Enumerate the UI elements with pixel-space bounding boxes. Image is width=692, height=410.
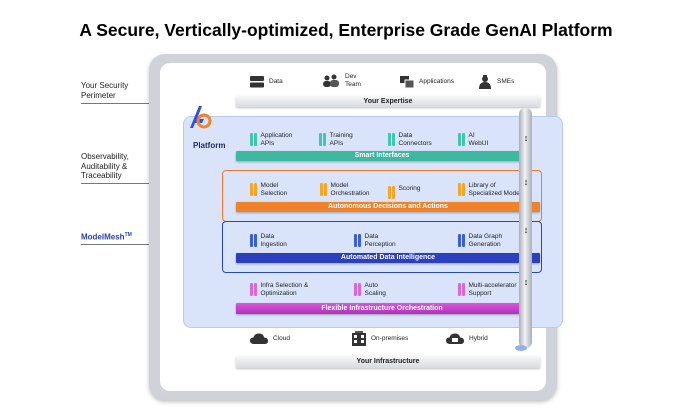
diagram-title: A Secure, Vertically-optimized, Enterpri… [79,20,613,40]
pink-stripes [354,283,361,296]
infrastructure-item-on-premises: On-premises [352,331,408,346]
vertical-integration-pipe [519,108,532,348]
autonomous-item: Library of Specialized Models [458,182,525,197]
orange-stripes [388,186,395,199]
database-icon [250,76,264,88]
autonomous-item: Model Selection [250,182,287,197]
modelmesh-wordmark: ModelMesh [81,232,125,242]
infra-orchestration-item: Multi-accelerator Support [458,282,517,297]
orange-stripes [250,183,257,196]
infra-orchestration-item: Auto Scaling [354,282,386,297]
pink-stripes [250,283,257,296]
infrastructure-item-hybrid: Hybrid [446,333,488,345]
platform-label: Platform [193,141,226,150]
observability-leader-line [81,183,189,184]
smart-interface-item: AI WebUI [458,132,488,147]
data-intelligence-item: Data Ingestion [250,233,287,248]
automated-data-intelligence-bar: Automated Data Intelligence [236,253,540,263]
teal-stripes [388,133,395,146]
orange-stripes [320,183,327,196]
navy-stripes [354,234,361,247]
modelmesh-trademark: TM [124,232,132,238]
your-infrastructure-bar: Your Infrastructure [236,356,540,368]
expertise-item-dev-team: Dev Team [322,73,361,88]
smart-interface-item: Training APIs [319,132,353,147]
expertise-item-smes: SMEs [478,75,514,89]
infrastructure-item-cloud: Cloud [250,333,290,345]
data-intelligence-layer-outline [222,221,542,273]
up-down-arrow-icon: ↕ [523,225,529,235]
smart-interface-item: Data Connectors [388,132,432,147]
teal-stripes [319,133,326,146]
observability-label: Observability, Auditability & Traceabili… [81,152,129,180]
teal-stripes [250,133,257,146]
security-perimeter-label: Your Security Perimeter [81,81,129,100]
platform-logo-icon [190,106,212,129]
smart-interface-item: Application APIs [250,132,292,147]
autonomous-decisions-bar: Autonomous Decisions and Actions [236,202,540,212]
hybrid-cloud-icon [446,333,464,344]
infra-orchestration-item: Infra Selection & Optimization [250,282,308,297]
navy-stripes [458,234,465,247]
pipe-base [515,345,527,351]
flexible-infrastructure-bar: Flexible Infrastructure Orchestration [236,303,528,314]
up-down-arrow-icon: ↕ [523,277,529,287]
team-icon [323,74,339,87]
autonomous-item: Model Orchestration [320,182,370,197]
up-down-arrow-icon: ↕ [523,177,529,187]
orange-stripes [458,183,465,196]
expertise-item-applications: Applications [400,76,454,88]
navy-stripes [250,234,257,247]
smart-interfaces-bar: Smart Interfaces [236,151,528,161]
up-down-arrow-icon: ↕ [523,133,529,143]
autonomous-item: Scoring [388,185,421,199]
pink-stripes [458,283,465,296]
modelmesh-logo: ModelMeshTM [81,232,132,242]
your-expertise-bar: Your Expertise [236,96,540,107]
cloud-icon [250,333,268,344]
expert-icon [479,75,491,89]
applications-icon [400,76,414,88]
security-leader-line [81,103,155,104]
building-icon [352,331,366,346]
data-intelligence-item: Data Graph Generation [458,233,502,248]
teal-stripes [458,133,465,146]
data-intelligence-item: Data Perception [354,233,396,248]
expertise-item-data: Data [250,76,283,88]
